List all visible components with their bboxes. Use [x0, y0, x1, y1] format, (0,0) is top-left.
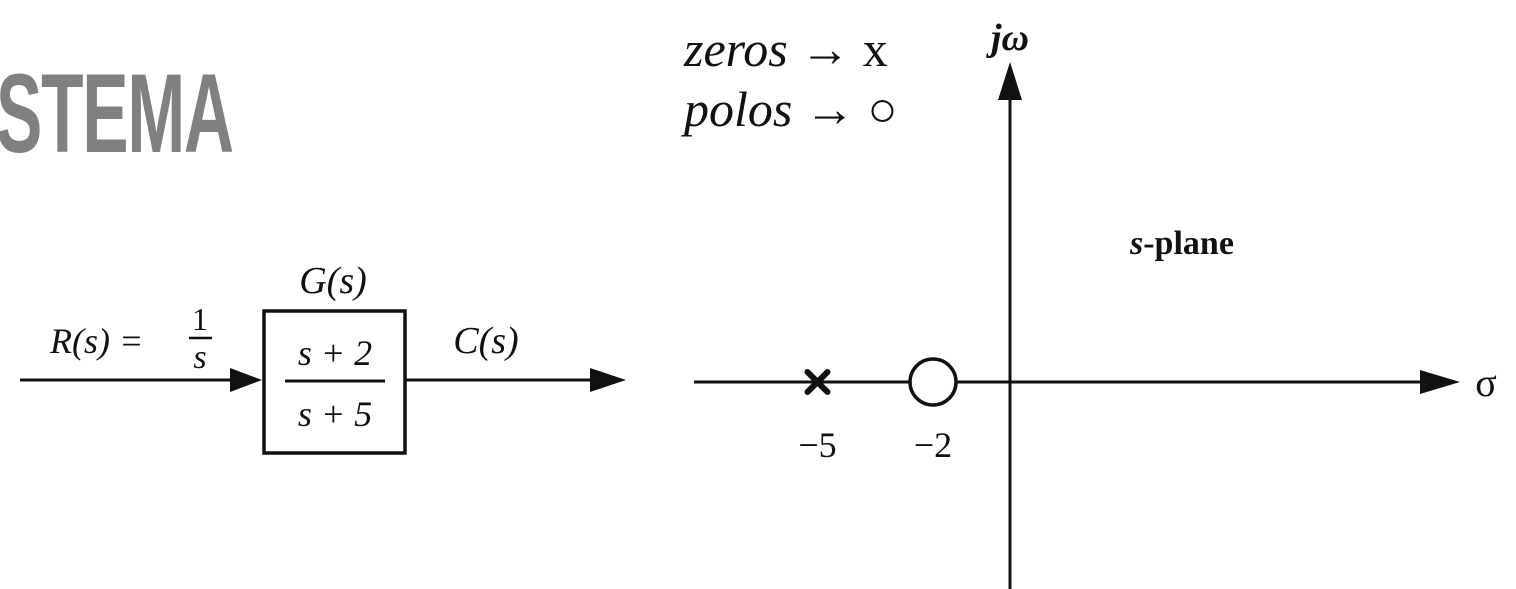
tf-numerator: s + 2 [298, 333, 372, 373]
output-arrow-icon [590, 368, 626, 392]
s-plane-label-suffix: -plane [1143, 225, 1234, 262]
block-label: G(s) [299, 260, 367, 302]
pole-zero-legend: zeros → x polos → ○ [684, 24, 898, 144]
legend-zeros-row: zeros → x [684, 24, 898, 84]
input-arrow-icon [230, 368, 262, 392]
s-plane-label: s-plane [1129, 225, 1234, 262]
legend-poles-term: polos [684, 81, 793, 137]
imaginary-axis-arrow-icon [998, 62, 1022, 100]
block-diagram: R(s) = 1 s G(s) s + 2 s + 5 C(s) [20, 260, 626, 455]
s-plane-plot: jω σ s-plane −5 −2 [694, 17, 1497, 589]
real-axis-label: σ [1475, 360, 1497, 405]
page-title: STEMA [0, 51, 234, 176]
transfer-function-block [262, 309, 407, 455]
marker-value-label: −5 [798, 425, 836, 465]
output-signal-label: C(s) [453, 320, 518, 362]
marker-value-label: −2 [914, 425, 952, 465]
input-signal-label: R(s) = [49, 321, 143, 361]
legend-poles-arrow: → [804, 81, 855, 137]
legend-zeros-arrow: → [800, 21, 851, 77]
tf-denominator: s + 5 [298, 394, 372, 434]
s-plane-label-var: s [1129, 225, 1143, 262]
zero-marker-icon [908, 357, 958, 407]
pole-marker-icon [804, 369, 831, 395]
pole-zero-markers: −5 −2 [798, 357, 958, 465]
input-denominator: s [193, 339, 206, 376]
legend-zeros-term: zeros [684, 21, 788, 77]
legend-poles-symbol: ○ [867, 81, 898, 137]
imaginary-axis-label: jω [986, 17, 1029, 59]
legend-zeros-symbol: x [862, 21, 888, 77]
input-numerator: 1 [192, 301, 208, 337]
legend-poles-row: polos → ○ [684, 84, 898, 144]
real-axis-arrow-icon [1420, 370, 1460, 394]
